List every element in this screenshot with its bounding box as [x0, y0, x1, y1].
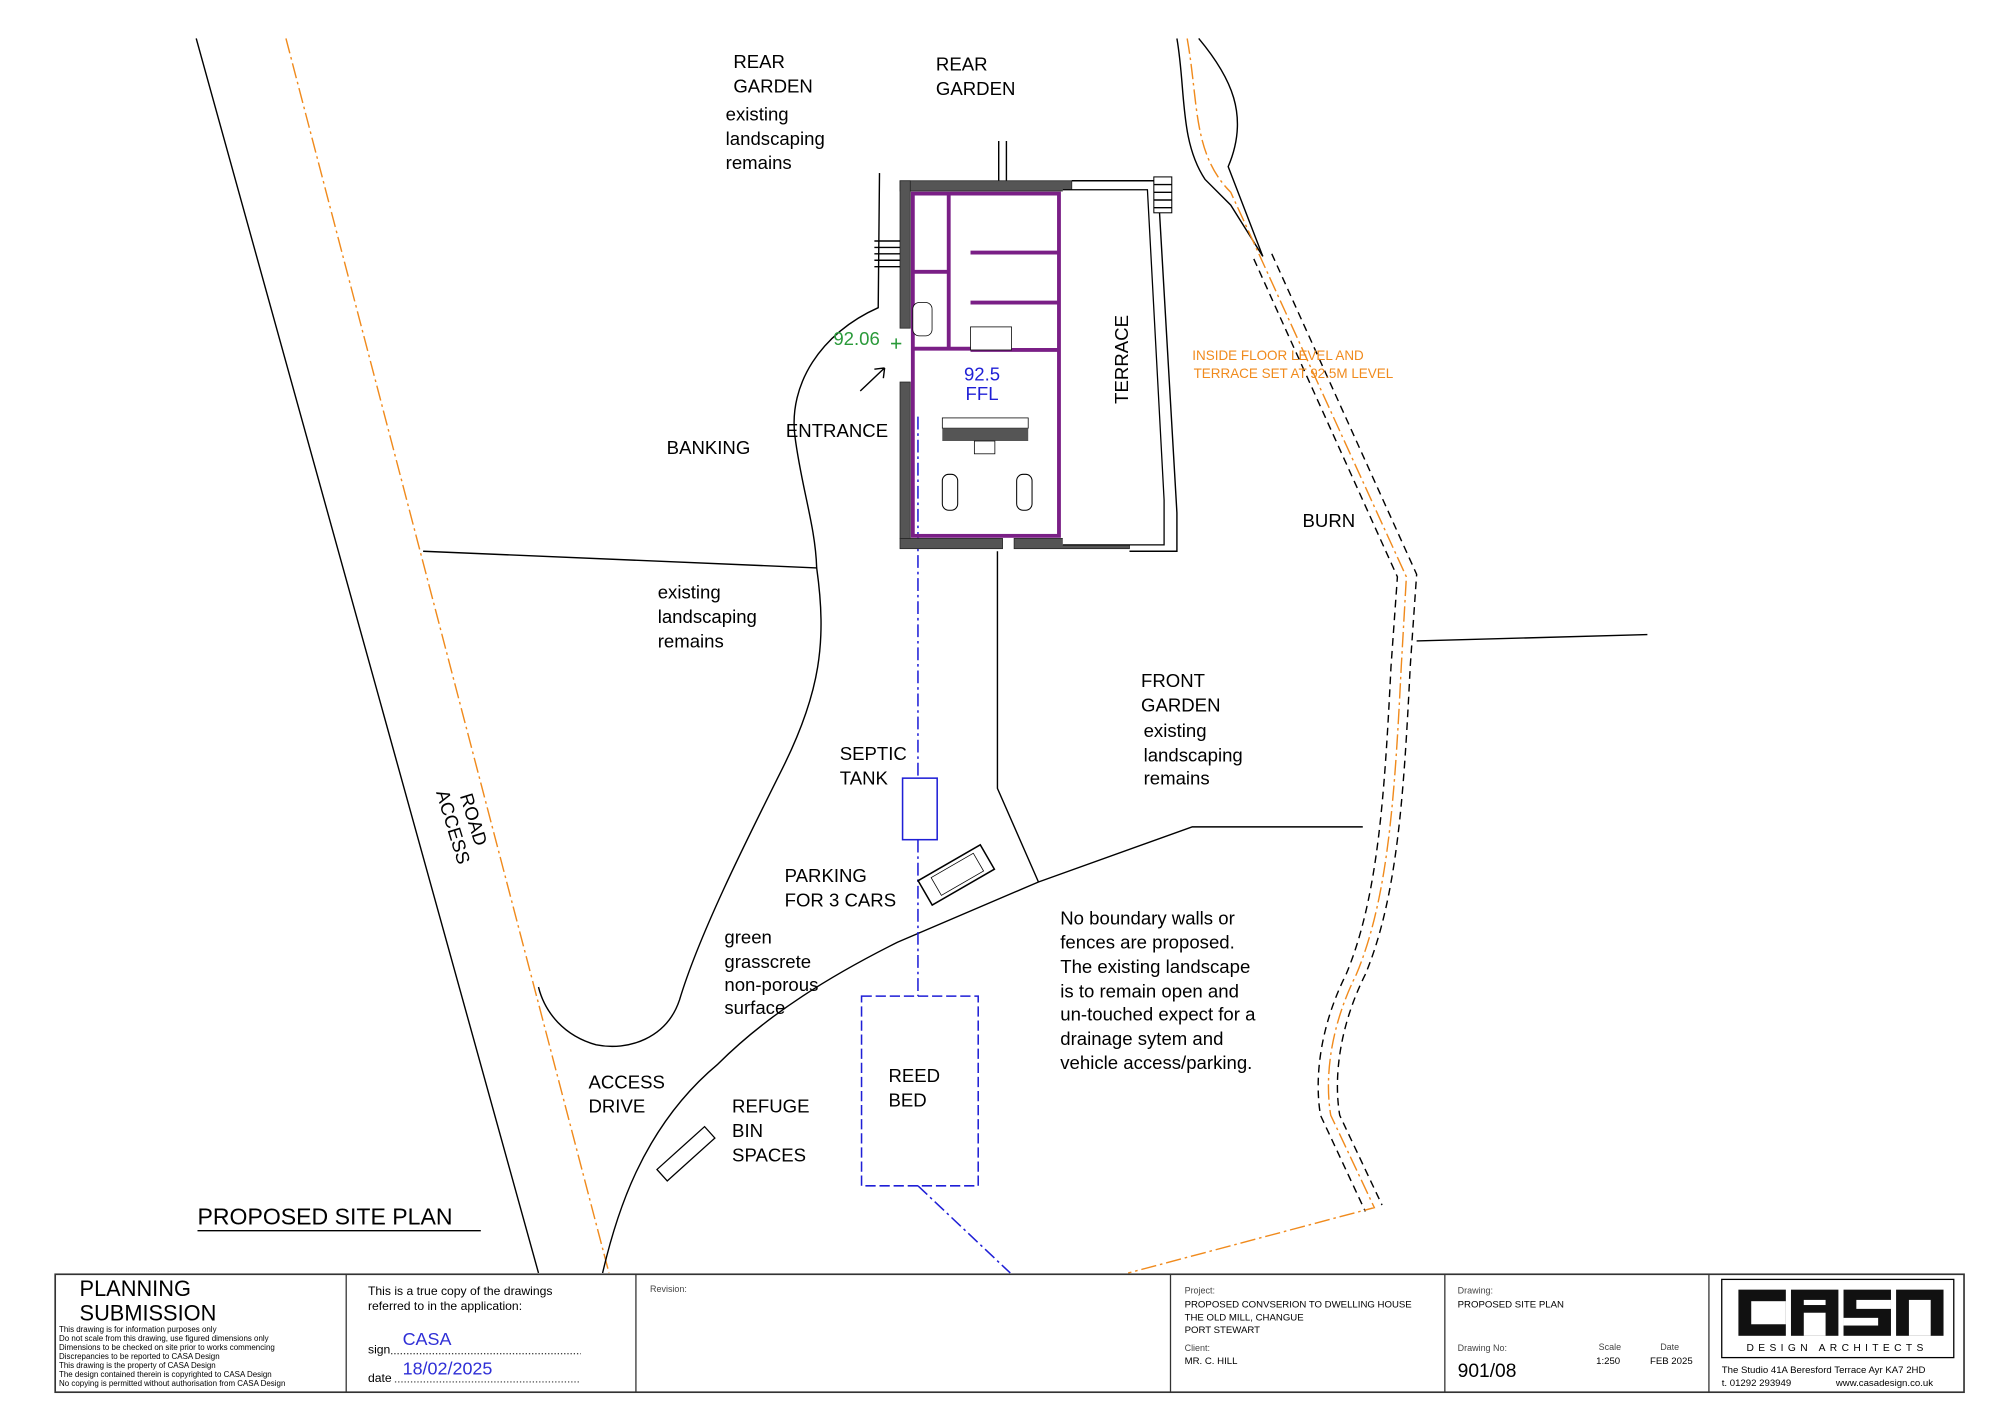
drawing-value: PROPOSED SITE PLAN [1458, 1300, 1564, 1311]
access-road-label: ACCESSROAD [432, 781, 495, 867]
sign-value[interactable]: CASA [403, 1329, 452, 1349]
date-col-value: FEB 2025 [1650, 1356, 1693, 1367]
address: The Studio 41A Beresford Terrace Ayr KA7… [1722, 1365, 1926, 1376]
burn-label: BURN [1303, 510, 1356, 531]
drawing-title: PROPOSED SITE PLAN [197, 1203, 452, 1229]
website[interactable]: www.casadesign.co.uk [1835, 1378, 1933, 1389]
drawing-no-label: Drawing No: [1458, 1343, 1507, 1353]
spot-level: 92.06 [833, 328, 880, 349]
entrance-arrow-icon [859, 367, 886, 392]
revision-label: Revision: [650, 1284, 687, 1294]
terrace-label: TERRACE [1111, 315, 1132, 404]
scale-label: Scale [1599, 1342, 1621, 1352]
date-col-label: Date [1660, 1342, 1679, 1352]
field-boundary [423, 550, 817, 569]
banking-label: BANKING [667, 437, 751, 458]
access-drive-edge [601, 826, 1363, 1274]
date-label: date [368, 1371, 392, 1385]
scale-value: 1:250 [1596, 1356, 1620, 1367]
casa-logo: DESIGN ARCHITECTS [1721, 1278, 1955, 1359]
burn-line-2 [1271, 253, 1418, 1206]
septic-tank [901, 777, 938, 841]
site-boundary-west [285, 38, 610, 1274]
disclaimers: This drawing is for information purposes… [59, 1325, 285, 1388]
burn-bank-west [1176, 38, 1264, 257]
client-value: MR. C. HILL [1185, 1356, 1239, 1367]
refuge-bin [656, 1125, 716, 1182]
drainage-outfall [917, 1185, 1011, 1274]
burn-line-1 [1253, 258, 1399, 1212]
reed-bed [860, 995, 979, 1187]
sign-label: sign [368, 1343, 390, 1357]
site-boundary-east [1128, 38, 1408, 1274]
date-value[interactable]: 18/02/2025 [403, 1358, 493, 1378]
parking-car [917, 843, 996, 907]
access-road-edge [195, 38, 540, 1274]
drawing-label: Drawing: [1458, 1285, 1493, 1295]
burn-bank-east [1198, 38, 1264, 257]
banking-outline [537, 173, 881, 1048]
field-boundary-east [1416, 633, 1648, 642]
spot-level-cross-icon [891, 338, 902, 349]
svg-text:DESIGN ARCHITECTS: DESIGN ARCHITECTS [1747, 1343, 1928, 1354]
entrance-label: ENTRANCE [786, 420, 888, 441]
drawing-no-value: 901/08 [1458, 1361, 1517, 1382]
front-path-edge [996, 551, 1040, 883]
house-plan [859, 141, 1178, 552]
project-label: Project: [1185, 1285, 1215, 1295]
client-label: Client: [1185, 1343, 1210, 1353]
phone: t. 01292 293949 [1722, 1378, 1791, 1389]
